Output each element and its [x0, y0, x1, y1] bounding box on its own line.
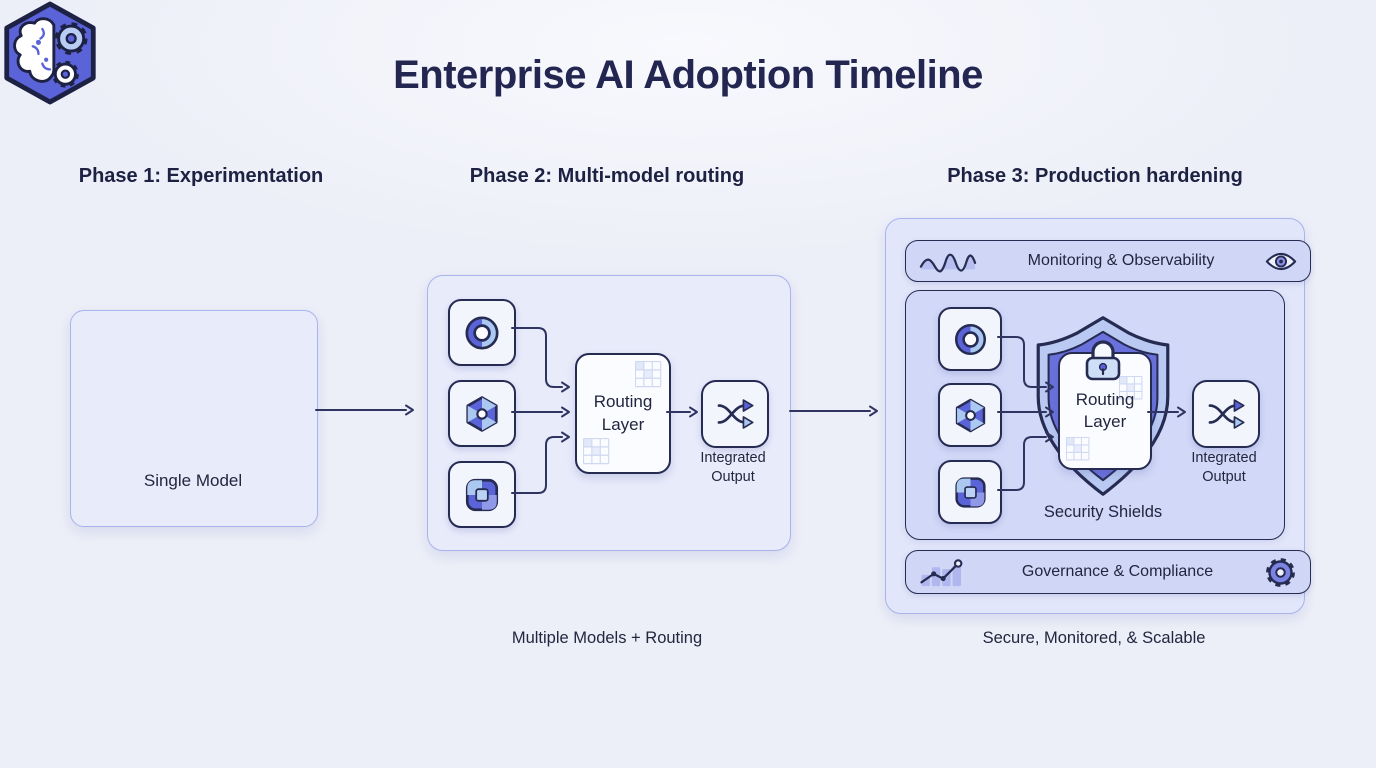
lock-icon — [1085, 340, 1121, 381]
routing-layer-node: Routing Layer — [575, 353, 671, 474]
single-model-label: Single Model — [143, 471, 243, 490]
shuffle-icon — [1199, 387, 1253, 441]
routing-layer-label: Routing Layer — [593, 392, 653, 434]
brain-gears-hexagon-icon — [4, 1, 96, 105]
model-node-3 — [448, 461, 516, 528]
monitoring-label: Monitoring & Observability — [1027, 252, 1215, 269]
hex-swirl-model-icon — [947, 392, 994, 439]
phase1-heading: Phase 1: Experimentation — [78, 165, 324, 187]
phase1-card — [70, 310, 318, 527]
gear-bottom — [51, 60, 79, 88]
eye-icon — [1265, 252, 1297, 270]
integrated-output-node — [1192, 380, 1260, 448]
waveform-icon — [919, 253, 977, 273]
phase3-heading: Phase 3: Production hardening — [947, 165, 1243, 187]
routing-layer-label: Routing Layer — [1075, 389, 1135, 431]
grid-decor-icon — [1066, 437, 1091, 462]
security-shields-label: Security Shields — [1043, 503, 1163, 521]
model-node-1 — [938, 307, 1002, 371]
integrated-output-node — [701, 380, 769, 448]
phase2-caption: Multiple Models + Routing — [511, 629, 703, 647]
model-node-2 — [938, 383, 1002, 447]
model-node-3 — [938, 460, 1002, 524]
phase3-caption: Secure, Monitored, & Scalable — [982, 629, 1206, 647]
bar-line-chart-icon — [920, 559, 963, 587]
integrated-output-label: Integrated Output — [700, 450, 766, 485]
donut-model-icon — [947, 316, 994, 363]
monitoring-bar: Monitoring & Observability — [905, 240, 1311, 282]
phase2-heading: Phase 2: Multi-model routing — [469, 165, 745, 187]
page-title: Enterprise AI Adoption Timeline — [393, 53, 983, 97]
integrated-output-label: Integrated Output — [1191, 450, 1257, 485]
gear-top — [54, 22, 88, 55]
governance-bar: Governance & Compliance — [905, 550, 1311, 594]
model-node-1 — [448, 299, 516, 366]
gear-icon — [1266, 557, 1295, 587]
model-node-2 — [448, 380, 516, 447]
square-swirl-model-icon — [947, 469, 994, 516]
governance-label: Governance & Compliance — [1021, 563, 1214, 580]
